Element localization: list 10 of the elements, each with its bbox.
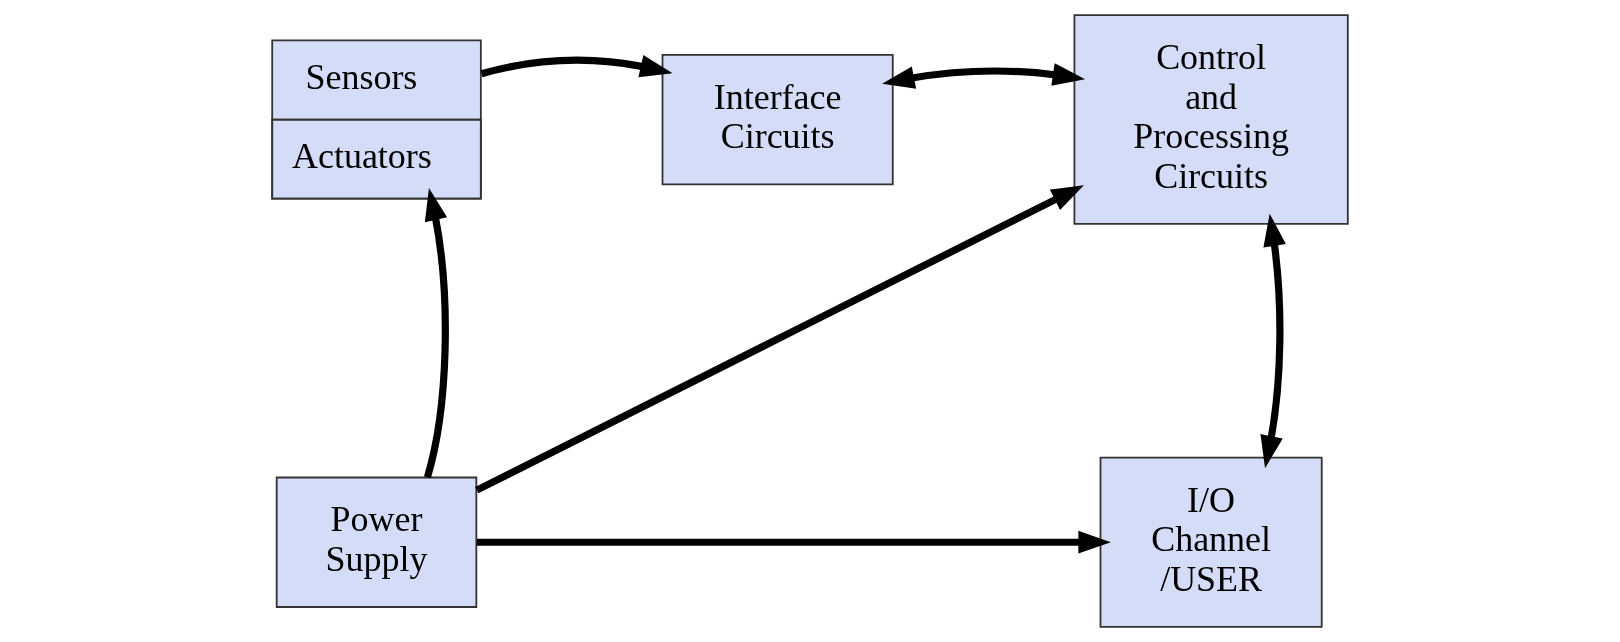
arrow	[882, 63, 1086, 89]
arrow	[476, 530, 1111, 554]
node-box: Power Supply	[275, 476, 478, 608]
node-box: I/O Channel /USER	[1099, 456, 1323, 628]
arrow	[475, 185, 1084, 494]
arrow	[480, 55, 673, 78]
arrow	[1260, 213, 1286, 469]
arrow	[423, 188, 449, 479]
node-box: Control and Processing Circuits	[1073, 14, 1349, 225]
node-box: Interface Circuits	[661, 53, 894, 186]
